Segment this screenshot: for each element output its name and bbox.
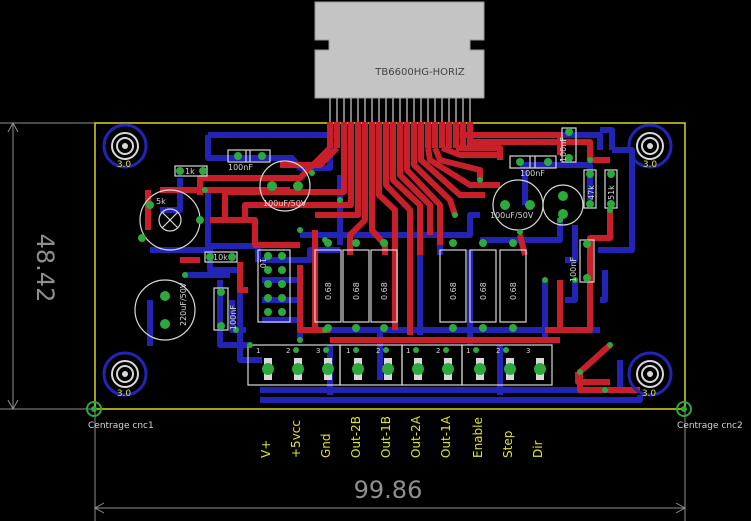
connector-label-dir: Dir [531,440,545,458]
width-dimension: 99.86 [354,476,423,504]
fiducial-right [676,401,692,417]
connector-label-5vcc: +5vcc [289,420,303,458]
fiducial-left [86,401,102,417]
label-100uf-b: 100uF/50V [490,211,534,220]
shunt-label: 0.68 [380,282,389,300]
label-100nf-e: 100nF [569,257,578,282]
mount-hole-label: 3.0 [643,160,658,170]
pin-number: 1 [406,347,410,355]
connector-label-out-2b: Out-2B [349,416,363,458]
top-copper-traces [145,122,640,393]
connector-label-out-1b: Out-1B [379,416,393,458]
mount-hole-tr: 3.0 [627,123,673,170]
shunt-label: 0.68 [479,282,488,300]
shunt-label: 0.68 [324,282,333,300]
pin-number: 1 [346,347,350,355]
label-header-10: 10 [258,258,267,268]
shunt-label: 0.68 [509,282,518,300]
pin-number: 2 [496,347,500,355]
pin-number: 2 [286,347,290,355]
connector-label-enable: Enable [471,417,485,458]
label-100uf-a: 100uF/50V [263,199,307,208]
label-5k: 5k [156,197,166,206]
dimension-lines [0,121,687,521]
pin-number: 1 [466,347,470,355]
mark-right-label: Centrage cnc2 [677,421,743,431]
label-100nf-b: 100nF [229,305,238,330]
label-100nf-d: 100nF [559,137,568,162]
label-100nf-a: 100nF [228,163,253,172]
connector-label-step: Step [501,431,515,458]
pads [138,128,615,393]
mount-holes: 3.0 3.0 3.0 3.0 [102,123,673,399]
shunt-label: 0.68 [449,282,458,300]
label-1k: 1k [185,167,195,176]
connector-label-v-plus: V+ [259,440,273,458]
label-51k: 51k [607,185,616,200]
label-10k: 10k [213,253,228,262]
component-labels: 1k 100nF 100uF/50V 5k 10k 100nF 220uF/50… [156,137,616,330]
pin-number: 1 [256,347,260,355]
mount-hole-label: 3.0 [117,389,132,399]
mark-left-label: Centrage cnc1 [88,421,154,431]
connector-label-out-2a: Out-2A [409,415,423,458]
terminal-pin-numbers: 1 2 3 1 2 1 2 1 2 3 [256,347,530,355]
pin-number: 2 [376,347,380,355]
connector-label-gnd: Gnd [319,433,333,458]
label-100nf-c: 100nF [520,169,545,178]
mount-hole-tl: 3.0 [102,123,148,170]
label-220uf: 220uF/50V [179,282,188,326]
height-dimension: 48.42 [31,234,59,303]
connector-labels: V+ +5vcc Gnd Out-2B Out-1B Out-2A Out-1A… [259,415,545,458]
mount-hole-label: 3.0 [642,389,657,399]
label-47k: 47k [587,185,596,200]
mount-hole-br: 3.0 [627,351,673,399]
chip-label: TB6600HG-HORIZ [374,67,465,78]
shunt-label: 0.68 [352,282,361,300]
mount-hole-bl: 3.0 [102,351,148,399]
pin-number: 3 [526,347,530,355]
pin-number: 3 [316,347,320,355]
mount-hole-label: 3.0 [117,160,132,170]
connector-label-out-1a: Out-1A [439,415,453,458]
driver-chip: TB6600HG-HORIZ [314,1,485,122]
shunt-labels: 0.68 0.68 0.68 0.68 0.68 0.68 [324,282,518,300]
pin-number: 2 [436,347,440,355]
